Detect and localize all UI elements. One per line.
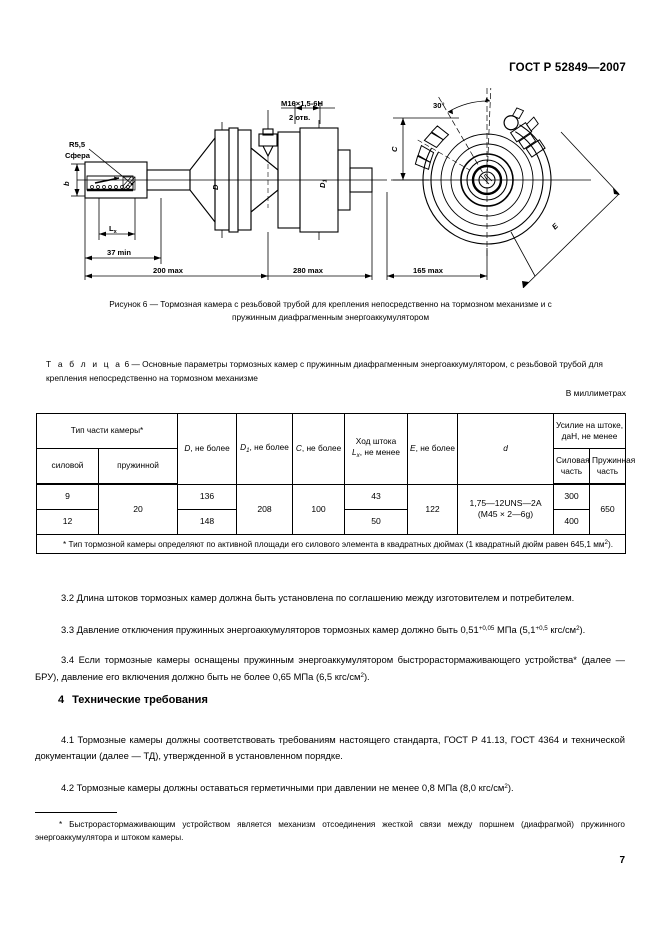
label-holes: 2 отв. (289, 113, 310, 122)
label-Lx: Lx (109, 224, 118, 235)
header-d: d (457, 413, 555, 485)
cell-power: 9 (36, 483, 99, 510)
paragraph-4-2-number: 4.2 (61, 782, 75, 793)
cell-force-spring: 650 (589, 483, 627, 535)
table-6: Тип части камеры* D, не более D1, не бол… (35, 413, 635, 554)
table-row: 9 20 136 208 100 43 122 1,75—12UNS—2A(M4… (36, 483, 627, 535)
table-title: Т а б л и ц а 6 — Основные параметры тор… (46, 358, 616, 385)
cell-stroke: 50 (344, 509, 409, 535)
paragraph-3-2-text: Длина штоков тормозных камер должна быть… (76, 592, 575, 603)
figure-caption-line2: пружинным диафрагменным энергоаккумулято… (231, 312, 430, 322)
header-stroke: Ход штока Lx, не менее (344, 413, 409, 485)
label-165max: 165 max (413, 266, 444, 275)
label-E: E (550, 221, 561, 232)
paragraph-3-4-number: 3.4 (61, 654, 75, 665)
cell-spring: 20 (97, 483, 179, 535)
label-sphere: Сфера (65, 151, 91, 160)
header-chamber-type: Тип части камеры* (35, 413, 179, 449)
label-37min: 37 min (107, 248, 131, 257)
paragraph-3-4: 3.4 Если тормозные камеры оснащены пружи… (35, 652, 625, 684)
paragraph-3-4-text: Если тормозные камеры оснащены пружинным… (35, 654, 626, 682)
cell-C: 100 (292, 483, 346, 535)
cell-stroke: 43 (344, 483, 409, 510)
page-footnote: * Быстрорастормаживающим устройством явл… (35, 818, 625, 844)
table-header-row-2: силовой пружинной Силовая часть Пружинна… (36, 448, 635, 485)
paragraph-4-1-number: 4.1 (61, 734, 75, 745)
header-force: Усилие на штоке, даН, не менее (553, 413, 627, 449)
label-200max: 200 max (153, 266, 184, 275)
paragraph-3-3: 3.3 Давление отключения пружинных энерго… (35, 621, 625, 638)
paragraph-3-2: 3.2 Длина штоков тормозных камер должна … (35, 590, 625, 606)
header-force-power: Силовая часть (553, 448, 591, 485)
header-C: C, не более (292, 413, 346, 485)
paragraph-4-2-text: Тормозные камеры должны оставаться герме… (76, 782, 514, 793)
cell-D1: 208 (236, 483, 294, 535)
header-E: E, не более (407, 413, 459, 485)
label-C: C (390, 146, 399, 152)
page-footnote-marker: * (59, 820, 63, 829)
paragraph-3-2-number: 3.2 (61, 592, 75, 603)
figure-caption: Рисунок 6 — Тормозная камера с резьбовой… (46, 298, 615, 324)
label-angle-30: 30° (433, 101, 444, 110)
figure-caption-line1: Рисунок 6 — Тормозная камера с резьбовой… (109, 299, 552, 309)
footnote-separator-rule (35, 812, 117, 813)
paragraph-3-3-text: Давление отключения пружинных энергоакку… (76, 624, 586, 635)
header-force-spring: Пружинная часть (589, 448, 635, 485)
table-footnote: * Тип тормозной камеры определяют по акт… (35, 534, 627, 554)
label-radius: R5,5 (69, 140, 86, 149)
label-thread: M16×1,5-6H (281, 99, 323, 108)
page-footnote-text: Быстрорастормаживающим устройством являе… (35, 820, 625, 842)
section-4-heading: 4 Технические требования (58, 694, 208, 706)
header-spring-part: пружинной (97, 448, 179, 485)
header-power-part: силовой (36, 448, 99, 485)
cell-d: 1,75—12UNS—2A(M45 × 2—6g) (457, 483, 555, 535)
label-b: b (62, 181, 71, 186)
page-number: 7 (619, 855, 625, 866)
paragraph-4-2: 4.2 Тормозные камеры должны оставаться г… (35, 779, 625, 796)
cell-force-power: 400 (553, 509, 591, 535)
paragraph-4-1-text: Тормозные камеры должны соответствовать … (35, 734, 626, 761)
cell-E: 122 (407, 483, 459, 535)
table-footnote-row: * Тип тормозной камеры определяют по акт… (35, 534, 627, 554)
figure-6-technical-drawing: M16×1,5-6H 2 отв. R5,5 Сфера Lx 37 min 2… (35, 88, 626, 288)
paragraph-4-1: 4.1 Тормозные камеры должны соответствов… (35, 732, 625, 763)
page-header-standard-number: ГОСТ Р 52849—2007 (509, 62, 626, 74)
table-row: 12 148 50 400 (36, 509, 626, 535)
cell-D: 136 (177, 483, 238, 510)
label-D1: D1 (318, 179, 329, 188)
header-D1: D1, не более (236, 413, 294, 485)
table-units-note: В миллиметрах (565, 388, 626, 398)
cell-force-power: 300 (553, 483, 591, 510)
section-4-number: 4 (58, 694, 65, 706)
label-280max: 280 max (293, 266, 324, 275)
cell-D: 148 (177, 509, 238, 535)
label-D: D (211, 184, 220, 190)
cell-power: 12 (36, 509, 99, 535)
table-title-number: 6 (124, 359, 130, 369)
table-title-prefix: Т а б л и ц а (46, 359, 123, 369)
table-title-text: — Основные параметры тормозных камер с п… (46, 359, 603, 383)
paragraph-3-3-number: 3.3 (61, 624, 75, 635)
table-header-row-1: Тип части камеры* D, не более D1, не бол… (35, 413, 627, 485)
section-4-title: Технические требования (72, 694, 208, 706)
header-D: D, не более (177, 413, 238, 485)
